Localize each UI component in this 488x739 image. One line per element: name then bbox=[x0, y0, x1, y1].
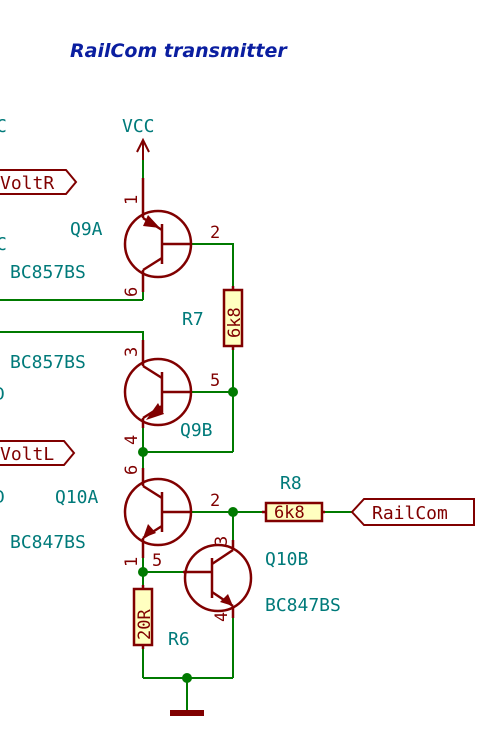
svg-text:6k8: 6k8 bbox=[274, 503, 305, 523]
svg-text:1: 1 bbox=[122, 557, 142, 567]
railcom-label: RailCom bbox=[350, 498, 475, 526]
svg-text:R7: R7 bbox=[182, 309, 204, 330]
left-label-vcc-partial: C bbox=[0, 116, 7, 137]
svg-text:VCC: VCC bbox=[122, 116, 155, 137]
transistor-q10a: 6 2 1 Q10A BC847BS bbox=[10, 465, 220, 567]
svg-text:2: 2 bbox=[210, 223, 220, 243]
svg-text:VoltR: VoltR bbox=[0, 173, 54, 194]
schematic-title: RailCom transmitter bbox=[70, 40, 288, 62]
svg-text:4: 4 bbox=[212, 612, 232, 622]
svg-text:5: 5 bbox=[210, 371, 220, 391]
resistor-r7: 6k8 R7 bbox=[182, 286, 245, 350]
svg-text:RailCom: RailCom bbox=[372, 503, 448, 524]
svg-text:6k8: 6k8 bbox=[225, 307, 245, 338]
svg-text:R6: R6 bbox=[168, 629, 190, 650]
svg-text:3: 3 bbox=[212, 536, 232, 546]
transistor-q9a: 1 2 6 Q9A BC857BS bbox=[10, 178, 220, 297]
svg-text:6: 6 bbox=[122, 465, 142, 475]
svg-text:R8: R8 bbox=[280, 473, 302, 494]
left-label-d-partial-1: D bbox=[0, 384, 5, 405]
resistor-r6: 20R R6 bbox=[132, 585, 190, 650]
vcc-power-symbol: VCC bbox=[122, 116, 155, 160]
svg-text:5: 5 bbox=[152, 551, 162, 571]
svg-text:Q9A: Q9A bbox=[70, 219, 103, 240]
svg-text:4: 4 bbox=[122, 435, 142, 445]
svg-text:VoltL: VoltL bbox=[0, 444, 54, 465]
svg-text:Q10A: Q10A bbox=[55, 487, 99, 508]
svg-text:BC847BS: BC847BS bbox=[265, 595, 341, 616]
resistor-r8: 6k8 R8 bbox=[262, 473, 325, 523]
transistor-q9b: 3 5 4 Q9B BC857BS bbox=[10, 340, 220, 445]
left-label-c-partial: C bbox=[0, 234, 7, 255]
voltr-label: VoltR bbox=[0, 169, 78, 195]
voltl-label: VoltL bbox=[0, 440, 76, 466]
svg-text:Q9B: Q9B bbox=[180, 420, 213, 441]
transistor-q10b: 3 5 4 Q10B BC847BS bbox=[152, 536, 341, 622]
svg-text:BC857BS: BC857BS bbox=[10, 352, 86, 373]
svg-text:BC857BS: BC857BS bbox=[10, 262, 86, 283]
svg-text:1: 1 bbox=[122, 195, 142, 205]
svg-text:3: 3 bbox=[122, 347, 142, 357]
junctions bbox=[138, 387, 238, 683]
svg-text:6: 6 bbox=[122, 287, 142, 297]
svg-text:Q10B: Q10B bbox=[265, 549, 308, 570]
svg-text:2: 2 bbox=[210, 491, 220, 511]
svg-text:20R: 20R bbox=[135, 609, 155, 640]
left-label-d-partial-2: D bbox=[0, 487, 5, 508]
svg-text:BC847BS: BC847BS bbox=[10, 532, 86, 553]
